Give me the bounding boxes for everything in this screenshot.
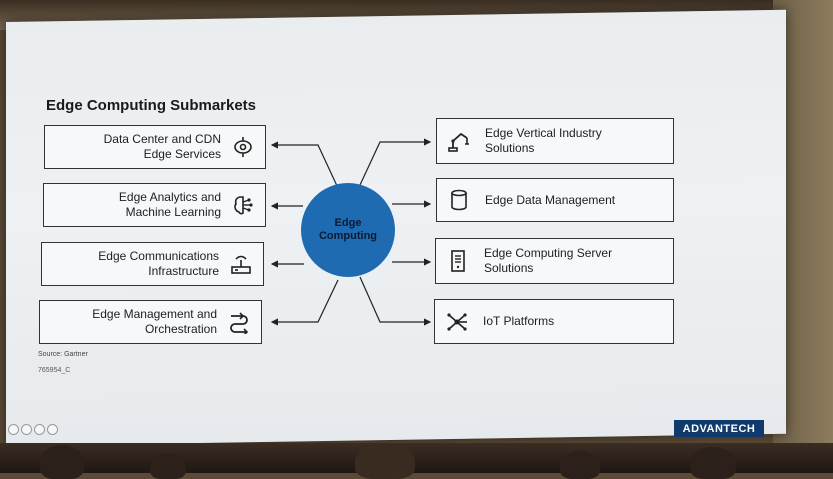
cdn-icon <box>234 137 252 157</box>
audience-head <box>40 445 84 479</box>
source-note: Source: Gartner <box>38 351 88 358</box>
submarket-label: Edge Computing Server Solutions <box>484 246 613 275</box>
presentation-controls <box>8 424 58 435</box>
submarket-box-right-2: Edge Data Management <box>436 178 674 222</box>
database-icon <box>451 189 467 211</box>
submarket-box-right-4: IoT Platforms <box>434 299 674 344</box>
submarket-label: Edge Management and Orchestration <box>92 307 217 336</box>
edge-computing-hub: Edge Computing <box>301 183 395 277</box>
connector-right-1 <box>359 138 432 186</box>
audience-head <box>690 447 736 479</box>
industrial-robot-icon <box>448 132 469 152</box>
submarket-label: Edge Analytics and Machine Learning <box>118 190 221 219</box>
advantech-logo: ADVANTECH <box>674 420 764 437</box>
connector-left-4 <box>270 279 339 326</box>
slides-control-icon[interactable] <box>21 424 32 435</box>
submarket-label: Data Center and CDN Edge Services <box>103 132 221 161</box>
slide-title: Edge Computing Submarkets <box>46 97 257 114</box>
submarket-box-left-4: Edge Management and Orchestration <box>39 300 262 344</box>
router-icon <box>231 255 251 274</box>
submarket-label: IoT Platforms <box>483 314 555 328</box>
submarket-box-left-3: Edge Communications Infrastructure <box>41 242 264 286</box>
slide-code: 765954_C <box>38 367 71 374</box>
more-control-icon[interactable] <box>47 424 58 435</box>
submarket-label: Edge Communications Infrastructure <box>98 249 219 278</box>
audience-heads <box>0 443 833 479</box>
zoom-control-icon[interactable] <box>34 424 45 435</box>
connector-right-4 <box>359 276 432 326</box>
analytics-brain-icon <box>234 196 253 215</box>
server-icon <box>451 250 465 272</box>
submarket-box-right-1: Edge Vertical Industry Solutions <box>436 118 674 164</box>
audience-head <box>150 453 186 479</box>
submarket-box-left-2: Edge Analytics and Machine Learning <box>43 183 266 227</box>
audience-head <box>355 443 415 479</box>
pen-control-icon[interactable] <box>8 424 19 435</box>
workflow-icon <box>230 312 249 334</box>
network-node-icon <box>447 312 467 331</box>
submarket-box-left-1: Data Center and CDN Edge Services <box>44 125 266 169</box>
hub-label: Edge Computing <box>318 217 378 242</box>
submarket-label: Edge Vertical Industry Solutions <box>485 126 602 155</box>
submarket-label: Edge Data Management <box>485 192 616 207</box>
submarket-box-right-3: Edge Computing Server Solutions <box>435 238 674 284</box>
connector-left-1 <box>270 141 339 189</box>
audience-head <box>560 451 600 479</box>
